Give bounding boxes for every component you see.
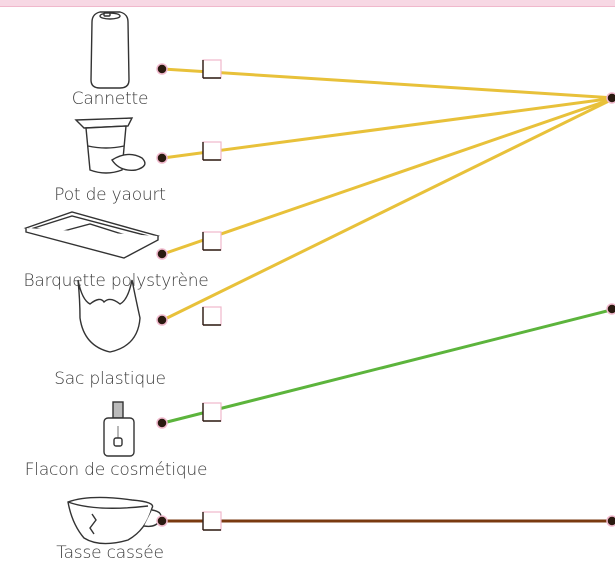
target-dots — [606, 92, 615, 527]
plastic-bag-icon — [77, 279, 141, 353]
drag-handle-tasse[interactable] — [202, 511, 222, 531]
connection-line-barquette — [162, 96, 615, 256]
source-dot-barquette[interactable] — [156, 248, 168, 260]
source-dot-cannette[interactable] — [156, 63, 168, 75]
source-dot-sac-plastique[interactable] — [156, 314, 168, 326]
item-label-tasse: Tasse cassée — [56, 543, 164, 563]
source-dot-flacon[interactable] — [156, 417, 168, 429]
cosmetic-bottle-icon — [103, 401, 135, 457]
connection-line-cannette — [162, 67, 615, 100]
source-dot-tasse[interactable] — [156, 515, 168, 527]
can-icon — [90, 11, 130, 89]
connection-lines — [162, 67, 615, 523]
target-dot-1[interactable] — [606, 92, 615, 104]
drag-handle-cannette[interactable] — [202, 59, 222, 79]
target-dot-2[interactable] — [606, 303, 615, 315]
broken-cup-icon — [67, 496, 162, 545]
item-label-barquette: Barquette polystyrène — [23, 271, 209, 291]
target-dot-3[interactable] — [606, 515, 615, 527]
drag-handle-sac-plastique[interactable] — [202, 306, 222, 326]
connection-line-flacon — [162, 307, 615, 425]
item-label-pot-de-yaourt: Pot de yaourt — [54, 185, 166, 205]
top-border — [0, 0, 615, 7]
drag-handle-flacon[interactable] — [202, 402, 222, 422]
polystyrene-tray-icon — [23, 211, 160, 259]
handle-edges — [202, 60, 221, 531]
item-label-sac-plastique: Sac plastique — [54, 369, 166, 389]
source-dots — [156, 63, 168, 527]
yogurt-pot-icon — [74, 117, 146, 174]
item-label-cannette: Cannette — [71, 89, 149, 109]
drag-handle-pot-de-yaourt[interactable] — [202, 141, 222, 161]
drag-handle-barquette[interactable] — [202, 231, 222, 251]
connection-line-sac-plastique — [162, 96, 615, 322]
connection-line-pot-de-yaourt — [162, 96, 615, 160]
item-label-flacon: Flacon de cosmétique — [24, 460, 208, 480]
source-dot-pot-de-yaourt[interactable] — [156, 152, 168, 164]
